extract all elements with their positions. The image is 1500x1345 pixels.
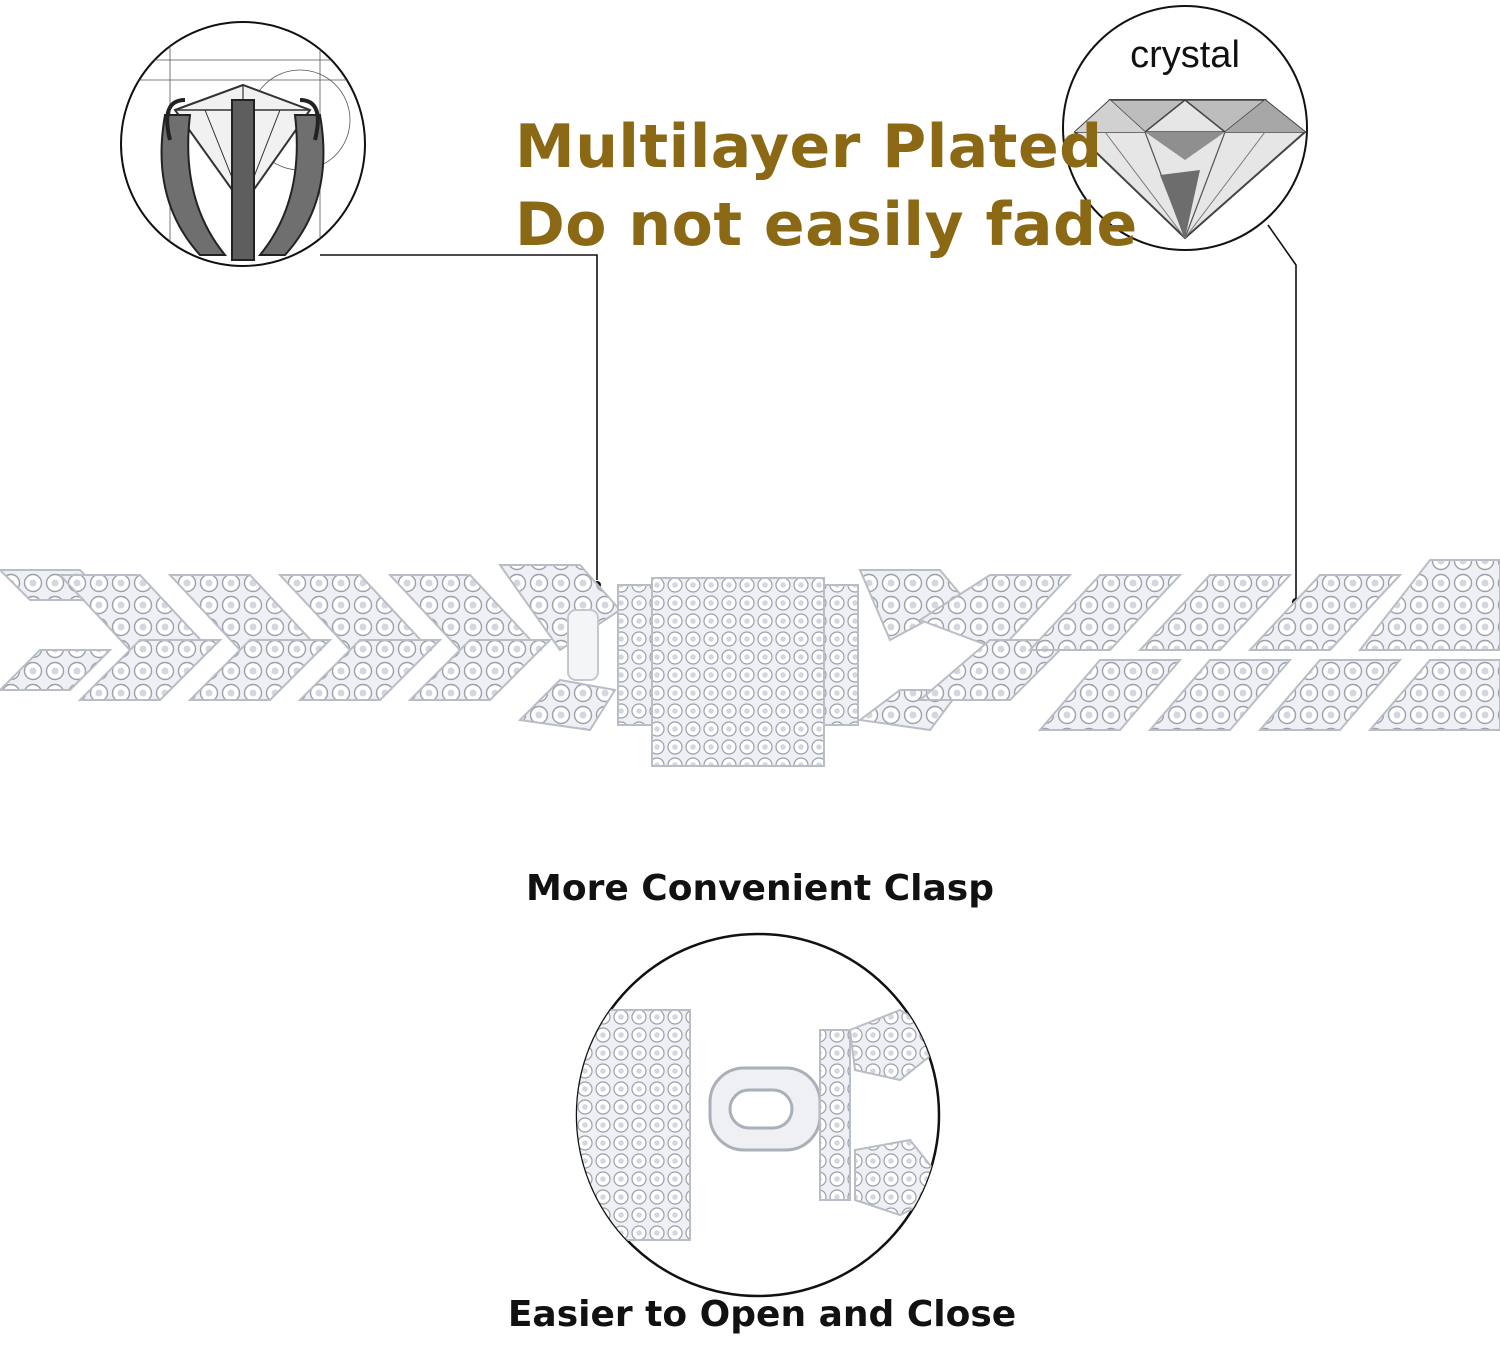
box-clasp-icon (575, 932, 941, 1298)
clasp-caption-top: More Convenient Clasp (526, 868, 994, 909)
clasp-caption-bottom: Easier to Open and Close (507, 1294, 1017, 1335)
crystal-leader-line (1267, 224, 1297, 600)
headline: Multilayer Plated Do not easily fade (515, 108, 1138, 264)
crystal-label: crystal (1130, 34, 1240, 76)
diamond-icon (1062, 5, 1308, 251)
prong-setting-sketch-icon (120, 21, 366, 267)
headline-line-1: Multilayer Plated (515, 112, 1103, 182)
headline-line-2: Do not easily fade (515, 190, 1138, 260)
iced-cuban-chain-icon (0, 559, 1500, 767)
setting-leader-line (320, 254, 598, 580)
